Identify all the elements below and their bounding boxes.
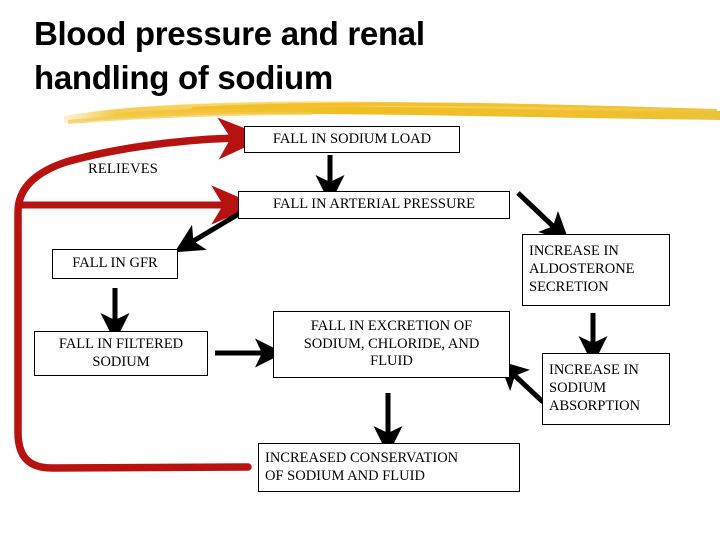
node-fall-in-gfr: FALL IN GFR — [52, 249, 178, 279]
yellow-brush-underline — [64, 101, 720, 124]
page-title: Blood pressure and renal handling of sod… — [34, 15, 425, 96]
arrow-arterial-pressure-to-aldosterone — [516, 191, 570, 242]
node-increased-conservation: INCREASED CONSERVATION OF SODIUM AND FLU… — [258, 443, 520, 492]
node-label: FALL IN GFR — [72, 255, 158, 272]
node-label: FALL IN ARTERIAL PRESSURE — [272, 196, 475, 213]
node-fall-in-sodium-load: FALL IN SODIUM LOAD — [244, 126, 460, 153]
node-label: INCREASED CONSERVATION OF SODIUM AND FLU… — [265, 449, 459, 484]
node-increase-in-sodium-absorption: INCREASE IN SODIUM ABSORPTION — [542, 353, 670, 425]
node-label: INCREASE IN SODIUM ABSORPTION — [549, 362, 641, 414]
arrow-arterial-pressure-to-gfr — [174, 209, 244, 253]
node-label: FALL IN EXCRETION OF SODIUM, CHLORIDE, A… — [303, 317, 480, 370]
arrow-absorption-to-excretion — [498, 360, 545, 404]
node-label: FALL IN SODIUM LOAD — [272, 130, 432, 147]
node-fall-in-excretion: FALL IN EXCRETION OF SODIUM, CHLORIDE, A… — [273, 311, 510, 378]
node-label: INCREASE IN ALDOSTERONE SECRETION — [529, 243, 635, 295]
relieves-label: RELIEVES — [88, 161, 159, 177]
node-fall-in-arterial-pressure: FALL IN ARTERIAL PRESSURE — [238, 191, 510, 219]
node-label: FALL IN FILTERED SODIUM — [58, 335, 184, 370]
node-increase-in-aldosterone-secretion: INCREASE IN ALDOSTERONE SECRETION — [522, 234, 670, 306]
feedback-arrow-relieves-upper — [14, 117, 268, 472]
node-fall-in-filtered-sodium: FALL IN FILTERED SODIUM — [34, 331, 208, 376]
